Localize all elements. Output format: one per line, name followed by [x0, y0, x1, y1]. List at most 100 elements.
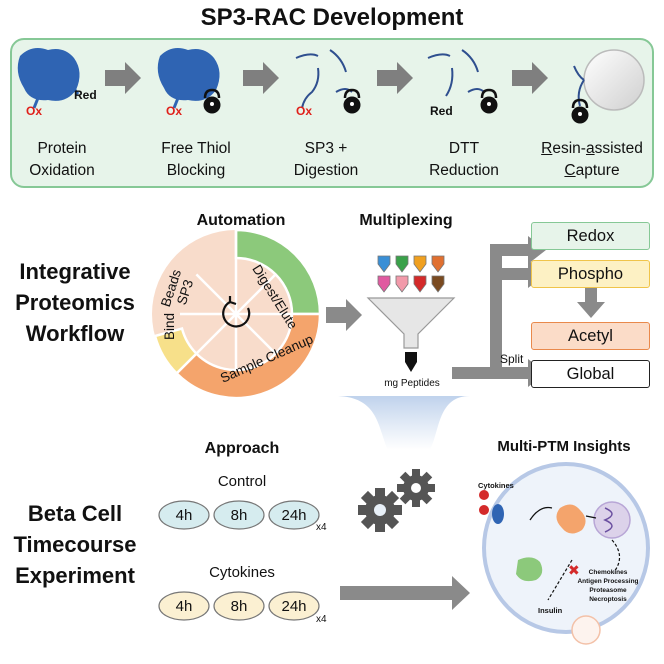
split-label: Split — [500, 352, 524, 366]
ptm-box-global: Global — [531, 360, 650, 388]
step-free-thiol-blocking: Free Thiol Blocking — [132, 138, 260, 182]
red-marker-1: Red — [74, 88, 97, 102]
insights-title: Multi-PTM Insights — [497, 438, 631, 455]
step-sp3-digestion: SP3 + Digestion — [262, 138, 390, 182]
control-8h: 8h — [230, 507, 248, 524]
lock-icon-4 — [571, 98, 589, 124]
mg-peptides-label: mg Peptides — [384, 378, 440, 389]
lock-icon — [203, 88, 221, 114]
ox-marker-1: Ox — [26, 104, 43, 118]
peptide-tube-icon — [405, 352, 417, 372]
experiment-line1: Beta Cell — [27, 501, 123, 526]
cytokines-label: Cytokines — [209, 564, 275, 581]
inhibit-icon-1 — [479, 490, 489, 500]
ox-marker-2: Ox — [166, 104, 183, 118]
workflow-line1: Integrative — [19, 259, 131, 284]
lock-icon-2 — [343, 88, 361, 114]
receptor-icon — [492, 504, 504, 524]
figure-title: SP3-RAC Development — [200, 4, 464, 31]
experiment-line3: Experiment — [15, 563, 135, 588]
control-4h: 4h — [175, 507, 193, 524]
step-arrow-2 — [243, 62, 279, 94]
dna-icon — [603, 507, 613, 533]
segment-bind: Bind — [162, 312, 177, 340]
peptide-fragments-icon — [295, 49, 353, 109]
nucleus-icon — [593, 501, 631, 539]
cycle-arrow-icon — [222, 296, 251, 328]
ox-marker-3: Ox — [296, 104, 313, 118]
insights-insulin-label: Insulin — [538, 606, 563, 615]
step-3-line2: Digestion — [293, 162, 359, 179]
automation-title: Automation — [196, 212, 286, 229]
approach-title: Approach — [204, 440, 280, 457]
insights-cytokines-label: Cytokines — [478, 481, 514, 490]
protein-blob-icon — [17, 48, 80, 101]
step-1-line2: Oxidation — [29, 162, 95, 179]
step-2-line1: Free Thiol — [161, 140, 231, 157]
resin-bead-icon — [583, 49, 645, 111]
arrow-to-insights — [340, 576, 470, 610]
blocked-protein-icon — [157, 48, 220, 101]
outcome-necroptosis: Necroptosis — [589, 596, 627, 603]
step-5-esin: esin- — [552, 140, 586, 157]
step-3-line1: SP3 + — [304, 140, 348, 157]
step-5-line2: Capture — [520, 160, 664, 182]
cytokine-24h: 24h — [281, 598, 307, 615]
insulin-granule-icon — [571, 615, 601, 645]
gear-icon-2 — [397, 469, 435, 507]
workflow-line3: Workflow — [25, 321, 125, 346]
red-marker-2: Red — [430, 104, 453, 118]
step-arrow-3 — [377, 62, 413, 94]
tube-row-1 — [377, 255, 445, 273]
control-label: Control — [217, 473, 267, 490]
step-resin-assisted-capture: Resin-assisted Capture — [520, 138, 664, 182]
control-replicates: x4 — [316, 522, 327, 533]
insights-outcomes: Chemokines Antigen Processing Proteasome… — [560, 568, 656, 604]
captured-peptide-icon — [573, 65, 585, 107]
protein-green-icon — [516, 557, 543, 582]
arrow-to-funnel — [326, 299, 362, 331]
step-5-apture: apture — [575, 162, 620, 179]
step-5-a: a — [585, 140, 595, 157]
step-5-c: C — [564, 162, 576, 179]
block-mark-icon: ✖ — [568, 562, 580, 578]
beam-shape — [335, 396, 470, 450]
ptm-box-redox: Redox — [531, 222, 650, 250]
step-4-line2: Reduction — [429, 162, 499, 179]
cytokine-8h: 8h — [230, 598, 248, 615]
inhibit-icon-2 — [479, 505, 489, 515]
gear-icon — [358, 488, 402, 532]
outcome-antigen-processing: Antigen Processing — [577, 578, 639, 585]
step-protein-oxidation: Protein Oxidation — [0, 138, 126, 182]
workflow-line2: Proteomics — [15, 290, 135, 315]
cytokine-dishes — [158, 591, 320, 621]
control-dishes — [158, 500, 320, 530]
step-dtt-reduction: DTT Reduction — [400, 138, 528, 182]
step-1-line1: Protein — [37, 140, 87, 157]
funnel-icon — [366, 297, 456, 349]
ptm-box-phospho: Phospho — [531, 260, 650, 288]
step-5-line1: Resin-assisted — [520, 138, 664, 160]
kinase-icon — [556, 504, 586, 534]
automation-wheel — [152, 228, 322, 400]
outcome-chemokines: Chemokines — [588, 569, 628, 576]
lock-icon-3 — [480, 88, 498, 114]
sp3-rac-panel — [10, 38, 654, 188]
reduced-peptides-icon — [427, 49, 485, 97]
step-arrow-1 — [105, 62, 141, 94]
cytokine-replicates: x4 — [316, 614, 327, 625]
step-2-line2: Blocking — [166, 162, 226, 179]
experiment-line2: Timecourse — [13, 532, 137, 557]
workflow-label: Integrative Proteomics Workflow — [0, 256, 150, 349]
cytokine-4h: 4h — [175, 598, 193, 615]
tmt-tubes — [377, 255, 445, 293]
experiment-label: Beta Cell Timecourse Experiment — [0, 498, 150, 591]
ptm-box-acetyl: Acetyl — [531, 322, 650, 350]
step-5-ssisted: ssisted — [594, 140, 643, 157]
control-24h: 24h — [281, 507, 307, 524]
outcome-proteasome: Proteasome — [589, 587, 627, 594]
multiplexing-title: Multiplexing — [359, 212, 453, 229]
tube-row-2 — [377, 275, 445, 293]
step-arrow-4 — [512, 62, 548, 94]
